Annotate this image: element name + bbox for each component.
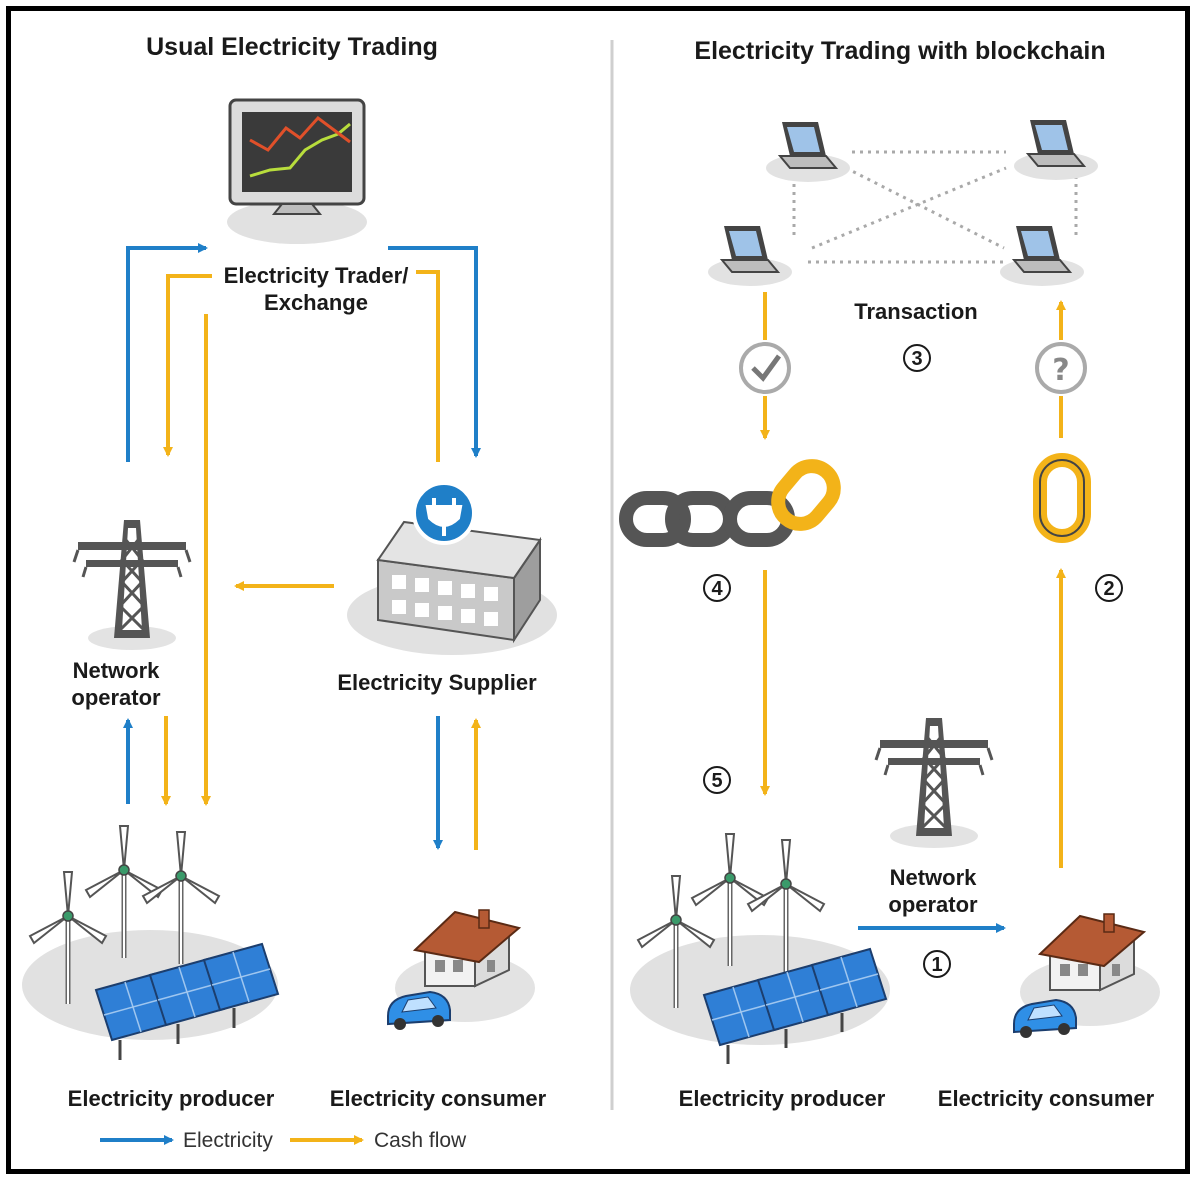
- laptop-icon-4: [999, 225, 1085, 287]
- laptop-icon-1: [765, 121, 851, 183]
- legend: Electricity Cash flow: [100, 1129, 467, 1152]
- check-icon: [739, 342, 791, 394]
- right-operator-label-line2: operator: [888, 892, 978, 917]
- legend-electricity-label: Electricity: [183, 1129, 273, 1152]
- supplier-building-icon: [347, 481, 557, 655]
- left-producer-label: Electricity producer: [68, 1086, 275, 1111]
- left-network-tower-icon: [72, 518, 192, 652]
- left-consumer-label: Electricity consumer: [330, 1086, 547, 1111]
- right-flow-arrows: [760, 292, 1066, 933]
- step-1: 1: [931, 954, 942, 976]
- question-icon: ?: [1035, 342, 1087, 394]
- step-3: 3: [911, 348, 922, 370]
- legend-cashflow-label: Cash flow: [374, 1129, 467, 1152]
- left-operator-label-line2: operator: [71, 685, 161, 710]
- step-4: 4: [711, 578, 723, 600]
- step-2: 2: [1103, 578, 1114, 600]
- step-markers: 3 4 2 5 1: [703, 344, 1123, 978]
- right-title: Electricity Trading with blockchain: [694, 37, 1105, 65]
- blockchain-chain-icon: [619, 459, 841, 547]
- laptop-icon-2: [1013, 119, 1099, 181]
- right-consumer-car-icon: [1013, 999, 1077, 1039]
- right-operator-label-line1: Network: [890, 865, 978, 890]
- right-producer-wind-solar-icon: [630, 834, 890, 1064]
- trader-label-line1: Electricity Trader/: [224, 263, 409, 288]
- left-producer-wind-solar-icon: [22, 826, 279, 1060]
- svg-text:?: ?: [1052, 353, 1069, 388]
- new-block-link-icon: [1033, 453, 1091, 543]
- trader-monitor-icon: [227, 98, 367, 244]
- laptop-icon-3: [707, 225, 793, 287]
- transaction-label: Transaction: [854, 299, 977, 324]
- left-title: Usual Electricity Trading: [146, 33, 438, 61]
- left-operator-label-line1: Network: [73, 658, 161, 683]
- right-consumer-label: Electricity consumer: [938, 1086, 1155, 1111]
- right-producer-label: Electricity producer: [679, 1086, 886, 1111]
- left-consumer-car-icon: [387, 991, 451, 1031]
- supplier-label: Electricity Supplier: [337, 670, 537, 695]
- peer-network: [707, 119, 1099, 287]
- trader-label-line2: Exchange: [264, 290, 368, 315]
- step-5: 5: [711, 770, 722, 792]
- right-network-tower-icon: [874, 716, 994, 850]
- left-flow-arrows: [123, 243, 481, 850]
